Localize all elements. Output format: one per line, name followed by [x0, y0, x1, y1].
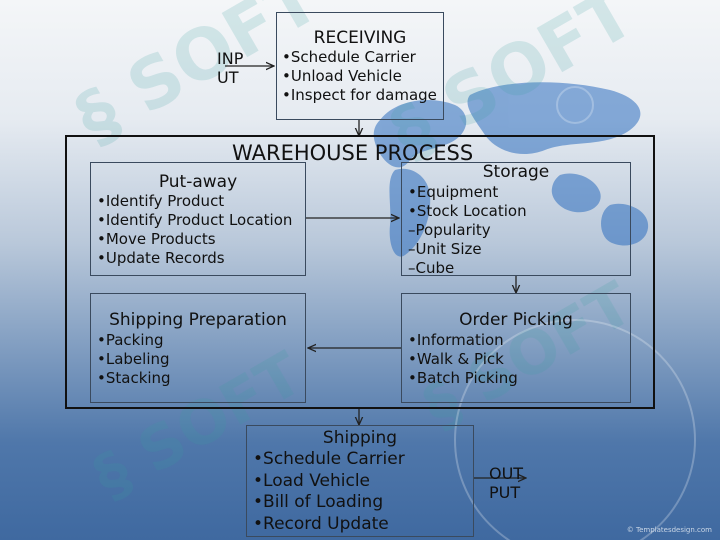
list-item: •Labeling — [97, 350, 170, 368]
receiving-box — [276, 12, 444, 120]
storage-box — [401, 162, 631, 276]
order-picking-box — [401, 293, 631, 403]
input-label-line1: INP — [217, 49, 244, 68]
list-item: •Identify Product — [97, 192, 225, 210]
list-item: •Load Vehicle — [253, 470, 371, 491]
input-label: INP UT — [217, 49, 243, 87]
output-label: OUT PUT — [489, 464, 523, 502]
list-item: –Cube — [408, 259, 455, 277]
list-item: •Inspect for damage — [282, 86, 437, 104]
receiving-list: •Schedule Carrier •Unload Vehicle •Inspe… — [282, 48, 437, 105]
list-item: –Popularity — [408, 221, 491, 239]
shipping-prep-title: Shipping Preparation — [109, 310, 287, 330]
list-item: •Identify Product Location — [97, 211, 293, 229]
list-item: •Unload Vehicle — [282, 67, 402, 85]
shipping-list: •Schedule Carrier •Load Vehicle •Bill of… — [253, 449, 405, 535]
putaway-box — [90, 162, 306, 276]
list-item: •Walk & Pick — [408, 350, 504, 368]
list-item: •Record Update — [253, 513, 389, 534]
list-item: •Schedule Carrier — [282, 48, 416, 66]
order-picking-list: •Information •Walk & Pick •Batch Picking — [408, 331, 518, 388]
watermark-text: © Templatesdesign.com — [626, 526, 712, 534]
list-item: •Stacking — [97, 369, 171, 387]
input-label-line2: UT — [217, 68, 239, 87]
output-label-line2: PUT — [489, 483, 521, 502]
receiving-title: RECEIVING — [313, 28, 407, 48]
shipping-prep-box — [90, 293, 306, 403]
list-item: –Unit Size — [408, 240, 482, 258]
list-item: •Stock Location — [408, 202, 527, 220]
output-label-line1: OUT — [489, 464, 524, 483]
putaway-list: •Identify Product •Identify Product Loca… — [97, 192, 292, 268]
order-picking-title: Order Picking — [459, 310, 573, 330]
list-item: •Information — [408, 331, 504, 349]
list-item: •Schedule Carrier — [253, 449, 405, 469]
list-item: •Update Records — [97, 249, 225, 267]
shipping-title: Shipping — [322, 428, 398, 448]
list-item: •Packing — [97, 331, 164, 349]
list-item: •Equipment — [408, 183, 499, 201]
warehouse-frame — [65, 135, 655, 409]
shipping-prep-list: •Packing •Labeling •Stacking — [97, 331, 171, 388]
putaway-title: Put-away — [158, 172, 238, 192]
storage-title: Storage — [482, 162, 550, 182]
list-item: •Batch Picking — [408, 369, 518, 387]
shipping-box — [246, 425, 474, 537]
storage-list: •Equipment •Stock Location –Popularity –… — [408, 183, 527, 278]
warehouse-title: WAREHOUSE PROCESS — [232, 141, 474, 165]
list-item: •Bill of Loading — [253, 492, 384, 512]
list-item: •Move Products — [97, 230, 216, 248]
